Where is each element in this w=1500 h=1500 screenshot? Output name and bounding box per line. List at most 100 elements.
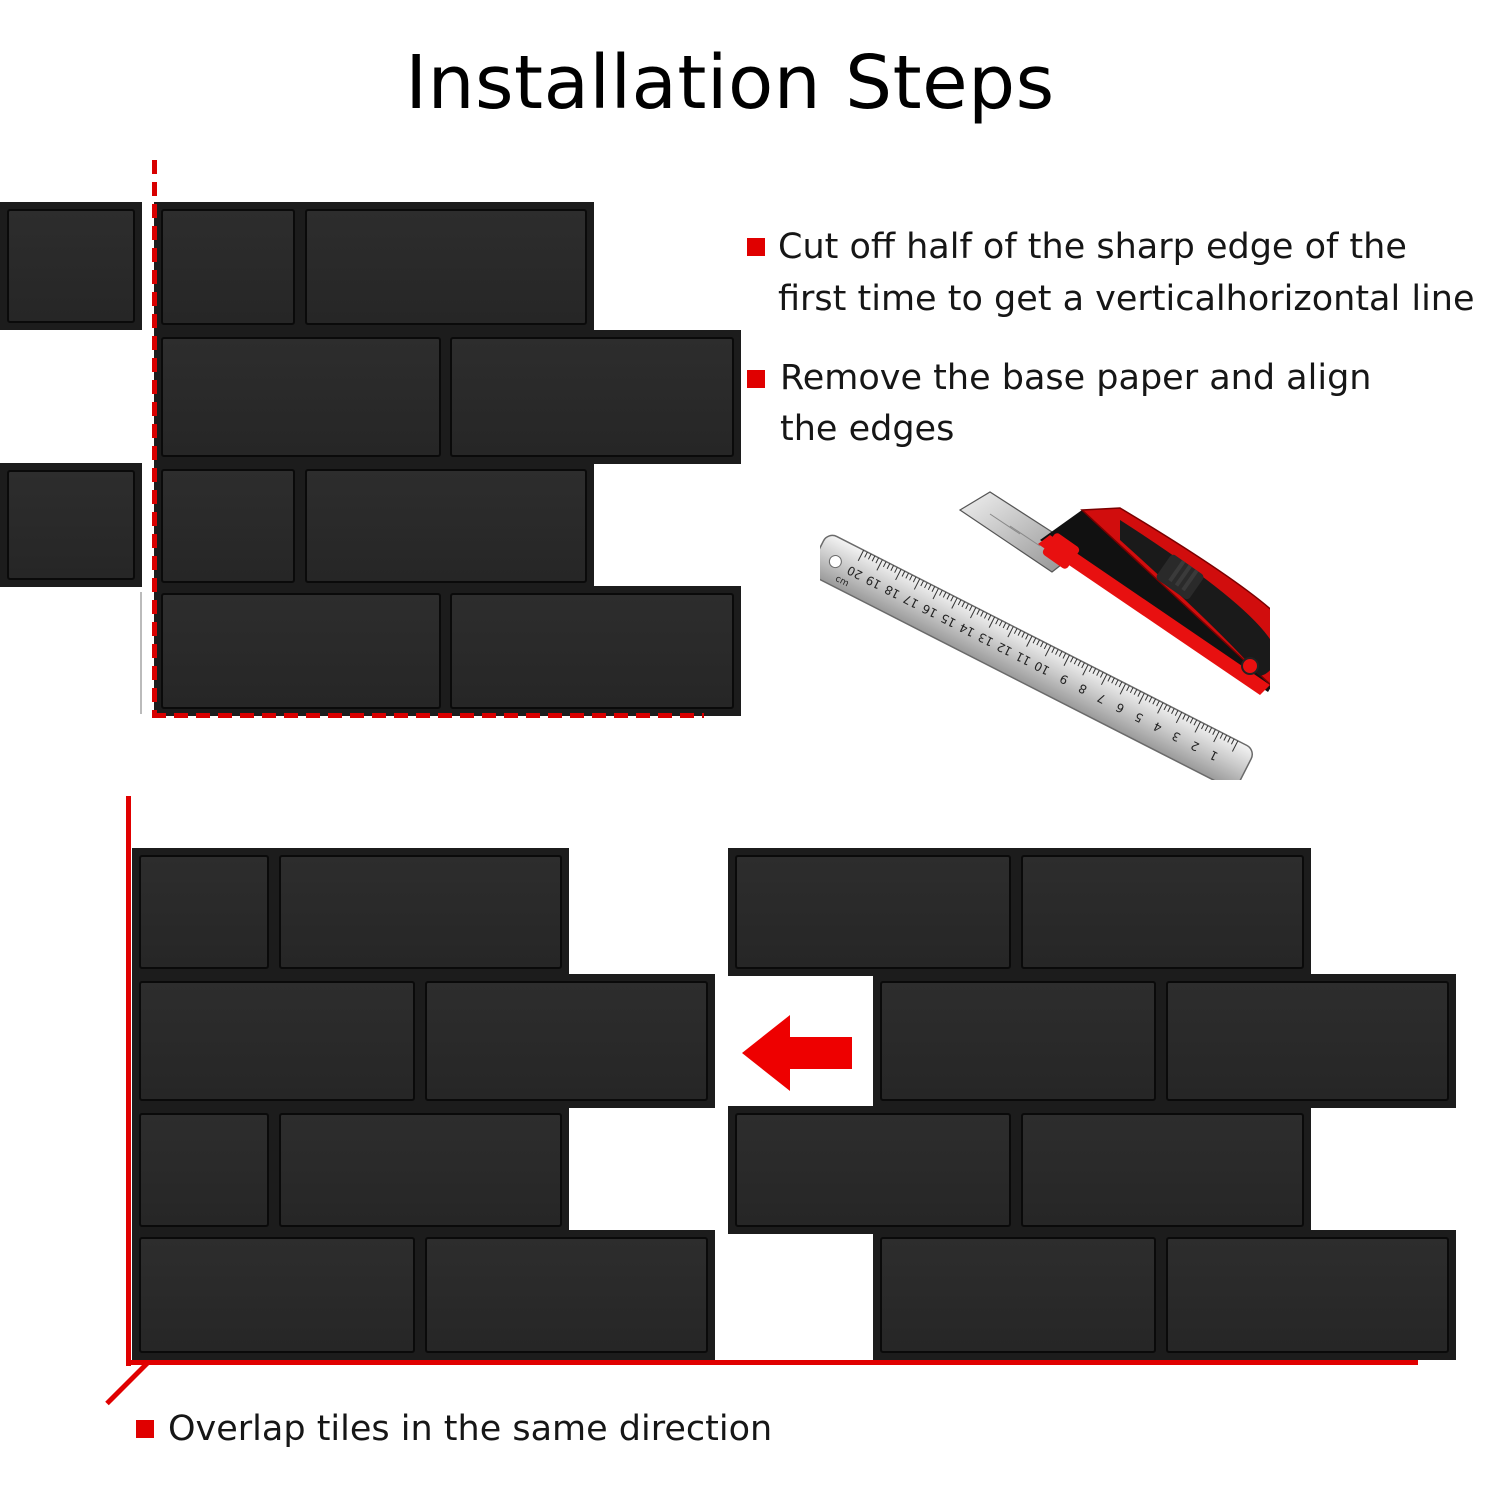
ruler-tick <box>1051 647 1055 653</box>
tile <box>272 848 569 976</box>
tile <box>132 1106 276 1234</box>
step-3-text: Overlap tiles in the same direction <box>168 1409 773 1449</box>
tile <box>272 1106 569 1234</box>
ruler-tick <box>1144 694 1149 701</box>
ruler-tick <box>1171 708 1175 714</box>
ruler-tick <box>1063 654 1070 666</box>
ruler-tick <box>932 588 939 600</box>
ruler-tick <box>913 578 921 590</box>
tile <box>873 1230 1163 1360</box>
ruler-tick <box>1167 706 1171 713</box>
corner-horizontal-line <box>126 1360 1418 1365</box>
ruler-tick <box>895 569 902 581</box>
tile <box>154 586 448 716</box>
ruler-tick <box>950 595 954 602</box>
ruler-tick <box>876 559 883 571</box>
ruler-tick <box>988 616 996 628</box>
tile <box>154 202 302 332</box>
step-1-line-1: Cut off half of the sharp edge of the <box>778 227 1407 267</box>
ruler-tick <box>995 618 999 625</box>
tile <box>1159 1230 1456 1360</box>
horizontal-cut-line <box>152 713 704 718</box>
step-2-line-2: the edges <box>780 409 955 449</box>
ruler-tick <box>924 582 928 589</box>
ruler-tick <box>871 555 876 562</box>
ruler-tick <box>1070 656 1074 663</box>
ruler-tick <box>961 601 966 608</box>
ruler-number: 19 <box>864 572 884 591</box>
ruler-number: 15 <box>938 611 958 630</box>
ruler-tick <box>1157 702 1164 714</box>
ruler-tick <box>1096 670 1100 676</box>
ruler-tick <box>1212 729 1216 735</box>
ruler-tick <box>857 549 865 562</box>
ruler-tick <box>965 603 969 610</box>
tile <box>154 330 448 464</box>
ruler-tick <box>1152 698 1156 705</box>
ruler-tick <box>980 610 984 617</box>
ruler-tick <box>1118 681 1123 688</box>
ruler-tick <box>1044 645 1052 657</box>
ruler-number: 10 <box>1032 658 1052 677</box>
ruler-tick <box>909 574 913 581</box>
ruler-tick <box>987 614 992 621</box>
step-2-line-1: Remove the base paper and align <box>780 358 1372 398</box>
corner-vertical-line <box>126 796 131 1366</box>
ruler-tick <box>1193 719 1198 726</box>
ruler-tick <box>1129 687 1134 694</box>
ruler-tick <box>1040 641 1044 648</box>
ruler-tick <box>1227 736 1231 743</box>
tile <box>873 974 1163 1108</box>
ruler-tick <box>901 570 906 577</box>
ruler-tick <box>1114 679 1119 686</box>
ruler-tick <box>864 551 868 558</box>
ruler-tick <box>1077 660 1082 667</box>
utility-knife-icon <box>958 491 1270 695</box>
ruler-number: 18 <box>882 582 902 601</box>
ruler-tick <box>1082 664 1089 676</box>
ruler-tick <box>1194 721 1201 733</box>
cut-guide-line <box>140 592 142 714</box>
ruler-tick <box>920 580 924 587</box>
bullet-marker <box>747 370 765 388</box>
tile <box>298 462 594 590</box>
tile <box>443 586 741 716</box>
ruler-tick <box>1119 683 1127 695</box>
ruler-tick <box>1163 704 1168 711</box>
ruler-tick <box>1189 717 1194 724</box>
ruler-tick <box>1092 668 1097 674</box>
ruler-tick <box>890 565 895 571</box>
tile <box>728 848 1018 976</box>
cutoff-tile-piece <box>0 463 142 587</box>
ruler-tick <box>1223 734 1228 741</box>
tile <box>132 974 422 1108</box>
ruler-tick <box>1026 635 1033 647</box>
tile <box>298 202 594 332</box>
ruler-tick <box>1231 740 1239 752</box>
ruler-tick <box>946 593 951 600</box>
ruler-tick <box>976 609 981 615</box>
ruler-tick <box>1062 652 1067 659</box>
ruler-tick <box>957 599 962 606</box>
ruler-number: 17 <box>901 592 921 611</box>
ruler-number: 12 <box>995 639 1015 658</box>
ruler-tick <box>1213 731 1220 743</box>
ruler-tick <box>1058 650 1063 657</box>
tile <box>728 1106 1018 1234</box>
ruler-tick <box>867 553 872 560</box>
tile <box>154 462 302 590</box>
ruler-tick <box>912 576 917 583</box>
ruler-tick <box>1073 658 1078 665</box>
ruler-tick <box>905 572 909 579</box>
ruler-tick <box>1036 639 1040 646</box>
ruler-tick <box>1111 677 1115 684</box>
ruler-tick <box>1013 628 1018 634</box>
ruler-tick <box>886 563 891 570</box>
ruler-number: 13 <box>976 630 996 649</box>
tile <box>418 974 715 1108</box>
ruler-tick <box>998 620 1003 627</box>
ruler-tick <box>939 589 943 596</box>
ruler-tick <box>951 597 958 609</box>
ruler-tick <box>1088 666 1093 673</box>
